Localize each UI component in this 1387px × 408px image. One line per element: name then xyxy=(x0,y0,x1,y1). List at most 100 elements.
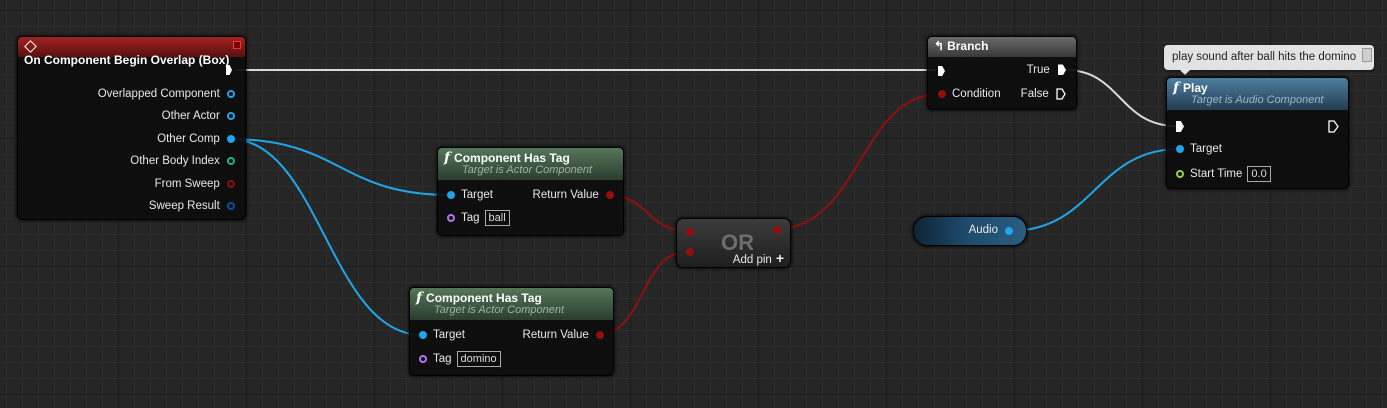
pin-label-overlapped-component: Overlapped Component xyxy=(97,88,220,100)
comment-pin-icon[interactable] xyxy=(1362,48,1372,62)
exec-out-false-pin[interactable] xyxy=(1056,88,1066,100)
pin-label-true: True xyxy=(1026,64,1050,76)
event-icon xyxy=(24,40,37,54)
pin-label-target: Target xyxy=(433,329,465,341)
pin-row-start-time[interactable]: Start Time 0.0 xyxy=(1176,166,1271,182)
object-pin-icon[interactable] xyxy=(227,111,235,120)
pin-label-tag: Tag xyxy=(433,353,452,366)
pin-label-return-value: Return Value xyxy=(532,189,599,201)
play-subtitle: Target is Audio Component xyxy=(1191,94,1324,106)
bool-in-pin-b-icon[interactable] xyxy=(686,248,694,256)
pin-label-return-value: Return Value xyxy=(522,329,589,341)
name-pin-icon[interactable] xyxy=(419,355,427,363)
play-title: Play xyxy=(1183,81,1208,95)
pin-row-target[interactable]: Target xyxy=(419,329,465,341)
exec-out-true-pin[interactable] xyxy=(1058,64,1066,76)
pin-row-true[interactable]: True xyxy=(1027,64,1066,76)
pin-row-from-sweep[interactable]: From Sweep xyxy=(155,178,235,190)
pin-label-tag: Tag xyxy=(461,212,480,225)
has-tag-2-title: Component Has Tag xyxy=(426,291,542,305)
function-icon: f xyxy=(444,150,451,166)
object-pin-icon-connected[interactable] xyxy=(227,134,235,143)
or-node[interactable]: OR Add pin+ xyxy=(676,218,791,268)
object-pin-icon-connected[interactable] xyxy=(419,330,427,339)
pin-row-other-comp[interactable]: Other Comp xyxy=(157,133,235,145)
exec-out-pin[interactable] xyxy=(1328,120,1339,133)
has-tag-2-subtitle: Target is Actor Component xyxy=(434,304,565,316)
add-pin-label: Add pin xyxy=(732,254,772,266)
bool-in-pin-a-icon[interactable] xyxy=(686,228,694,236)
exec-wire-branch-true-to-play xyxy=(1065,69,1177,127)
pin-row-other-body-index[interactable]: Other Body Index xyxy=(130,155,235,167)
bool-out-pin-icon[interactable] xyxy=(773,226,781,234)
object-pin-icon-connected[interactable] xyxy=(1005,227,1013,235)
or-node-title: OR xyxy=(721,230,754,255)
delegate-pin-icon[interactable] xyxy=(233,41,241,49)
int-pin-icon[interactable] xyxy=(227,156,235,165)
has-tag-1-title: Component Has Tag xyxy=(454,151,570,165)
pin-label-target: Target xyxy=(1190,143,1222,155)
exec-in-pin[interactable] xyxy=(1176,121,1184,132)
pin-label-condition: Condition xyxy=(952,88,1001,100)
pin-row-target[interactable]: Target xyxy=(447,189,493,201)
pin-label-target: Target xyxy=(461,189,493,201)
start-time-input[interactable]: 0.0 xyxy=(1247,166,1271,182)
exec-out-pin[interactable] xyxy=(226,65,232,75)
bool-pin-icon-connected[interactable] xyxy=(938,89,946,98)
event-node-begin-overlap[interactable]: On Component Begin Overlap (Box) Overlap… xyxy=(17,36,246,220)
pin-label-from-sweep: From Sweep xyxy=(154,178,220,190)
plus-icon: + xyxy=(775,250,784,266)
object-pin-icon-connected[interactable] xyxy=(1176,144,1184,153)
function-icon: f xyxy=(1173,80,1180,96)
pin-row-target[interactable]: Target xyxy=(1176,143,1222,155)
bool-pin-icon-connected[interactable] xyxy=(596,330,604,339)
branch-node[interactable]: ↰Branch True Condition False xyxy=(927,36,1077,110)
event-node-title: On Component Begin Overlap (Box) xyxy=(24,53,230,67)
branch-header[interactable]: ↰Branch xyxy=(928,37,1076,57)
object-wire-comp-to-hastag1 xyxy=(229,138,451,196)
struct-pin-icon[interactable] xyxy=(227,201,235,210)
event-node-header[interactable]: On Component Begin Overlap (Box) xyxy=(18,37,245,67)
branch-icon: ↰ xyxy=(934,39,945,53)
comment-text: play sound after ball hits the domino xyxy=(1172,51,1357,63)
pin-label-start-time: Start Time xyxy=(1190,168,1243,181)
tag-value-input[interactable]: domino xyxy=(456,351,501,367)
pin-row-other-actor[interactable]: Other Actor xyxy=(162,110,235,122)
bool-wire-or-to-branch xyxy=(775,93,941,230)
pin-label-other-body-index: Other Body Index xyxy=(130,155,220,167)
object-wire-comp-to-hastag2 xyxy=(229,138,423,336)
object-pin-icon-connected[interactable] xyxy=(447,190,455,199)
has-tag-1-subtitle: Target is Actor Component xyxy=(462,164,593,176)
function-icon: f xyxy=(416,290,423,306)
comment-bubble[interactable]: play sound after ball hits the domino xyxy=(1164,45,1374,75)
pin-label-other-actor: Other Actor xyxy=(161,110,220,122)
bool-pin-icon[interactable] xyxy=(227,179,235,188)
pin-row-overlapped-component[interactable]: Overlapped Component xyxy=(98,88,235,100)
pin-row-sweep-result[interactable]: Sweep Result xyxy=(149,200,235,212)
exec-in-pin[interactable] xyxy=(938,66,945,76)
audio-variable-label: Audio xyxy=(968,224,998,236)
object-wire-audio-to-play xyxy=(1008,148,1181,232)
name-pin-icon[interactable] xyxy=(447,214,455,222)
object-pin-icon[interactable] xyxy=(227,89,235,98)
branch-title: Branch xyxy=(947,39,989,53)
pin-row-condition[interactable]: Condition xyxy=(938,88,1001,100)
pin-label-sweep-result: Sweep Result xyxy=(148,200,220,212)
pin-row-tag[interactable]: Tag domino xyxy=(419,351,501,367)
bool-pin-icon-connected[interactable] xyxy=(606,190,614,199)
pin-label-false: False xyxy=(1020,88,1049,101)
add-pin-button[interactable]: Add pin+ xyxy=(733,250,784,266)
pin-row-return-value[interactable]: Return Value xyxy=(523,329,604,341)
float-pin-icon[interactable] xyxy=(1176,170,1184,178)
pin-row-false[interactable]: False xyxy=(1021,88,1066,100)
tag-value-input[interactable]: ball xyxy=(484,210,510,226)
pin-row-return-value[interactable]: Return Value xyxy=(533,189,614,201)
audio-variable-node[interactable]: Audio xyxy=(913,216,1027,246)
